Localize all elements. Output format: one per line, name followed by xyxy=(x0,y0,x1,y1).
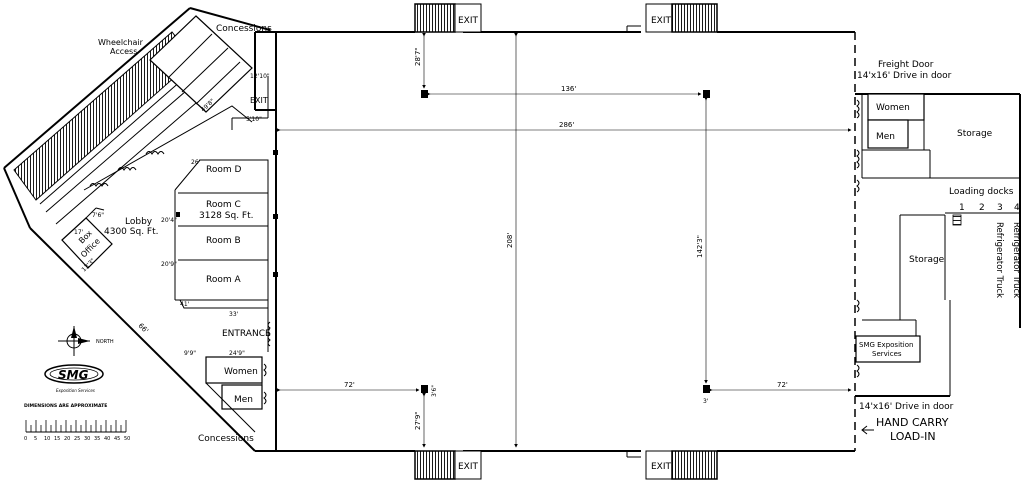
scale-tick-label: 45 xyxy=(114,436,120,442)
freight-door-label-2: 14'x16' Drive in door xyxy=(857,71,952,81)
dim-24-9: 24'9" xyxy=(229,350,245,357)
dock-number-4: 4 xyxy=(1014,203,1020,213)
dim-136: 136' xyxy=(561,85,576,93)
dim-66: 66' xyxy=(137,322,150,335)
entrance-label: ENTRANCE xyxy=(222,329,271,339)
dim-33: 33' xyxy=(229,311,239,318)
dim-12-10: 12'10" xyxy=(250,73,270,80)
dim-17: 17' xyxy=(74,229,84,236)
scale-tick-label: 15 xyxy=(54,436,60,442)
scale-tick-label: 5 xyxy=(34,436,37,442)
lobby-label-2: 4300 Sq. Ft. xyxy=(104,227,158,237)
exit-side-label: EXIT xyxy=(250,96,268,105)
wheelchair-label-2: Access xyxy=(110,47,137,56)
women-right-label: Women xyxy=(876,103,910,113)
exit-bottom-right-label: EXIT xyxy=(651,462,672,472)
dim-26: 26' xyxy=(191,159,201,166)
dim-27-9: 27'9" xyxy=(414,411,422,430)
scale-tick-label: 35 xyxy=(94,436,100,442)
concessions-top-label: Concessions xyxy=(216,24,272,34)
dim-20-4: 20'4" xyxy=(161,217,177,224)
scale-tick-label: 40 xyxy=(104,436,110,442)
dim-9-9: 9'9" xyxy=(184,350,196,357)
hand-carry-label-2: LOAD-IN xyxy=(890,430,936,443)
dimension-lines xyxy=(277,33,852,448)
scale-tick-label: 0 xyxy=(24,436,27,442)
smg-services-label-2: Services xyxy=(872,350,902,358)
smg-logo-subtitle: Exposition Services xyxy=(56,388,95,393)
room-b-label: Room B xyxy=(206,236,241,246)
dock-number-2: 2 xyxy=(979,203,985,213)
left-restrooms xyxy=(205,321,271,433)
dim-286: 286' xyxy=(559,121,574,129)
columns xyxy=(421,90,710,393)
smg-logo-icon xyxy=(44,364,104,384)
dim-142-3: 142'3" xyxy=(696,235,704,258)
scale-tick-label: 20 xyxy=(64,436,70,442)
scale-tick-label: 50 xyxy=(124,436,130,442)
scale-tick-label: 10 xyxy=(44,436,50,442)
refrigerator-truck-label-1: Refrigerator Truck xyxy=(994,222,1004,298)
scale-tick-label: 25 xyxy=(74,436,80,442)
compass-icon xyxy=(58,326,90,356)
wheelchair-label-1: Wheelchair xyxy=(98,38,144,47)
north-label: NORTH xyxy=(96,339,114,345)
dim-208: 208' xyxy=(506,233,514,248)
refrigerator-truck-label-2: Refrigerator Truck xyxy=(1011,222,1021,298)
loading-docks-label: Loading docks xyxy=(949,187,1014,197)
lobby-box-office xyxy=(61,207,113,269)
dim-28-7: 28'7" xyxy=(414,47,422,66)
dim-3-6: 3'6" xyxy=(431,385,438,397)
dim-3: 3' xyxy=(703,398,709,405)
storage-right-mid-label: Storage xyxy=(909,255,945,265)
drive-in-bottom-label: 14'x16' Drive in door xyxy=(859,402,954,412)
room-c-label: Room C xyxy=(206,200,241,210)
exit-top-right-label: EXIT xyxy=(651,16,672,26)
freight-door-label-1: Freight Door xyxy=(878,60,934,70)
right-wing-walls xyxy=(855,93,1021,397)
room-d-label: Room D xyxy=(206,165,241,175)
dock-number-3: 3 xyxy=(997,203,1003,213)
exit-top-left-label: EXIT xyxy=(458,16,479,26)
room-a-label: Room A xyxy=(206,275,241,285)
scale-bar xyxy=(25,420,127,433)
smg-services-label-1: SMG Exposition xyxy=(859,341,913,349)
exit-bottom-left-label: EXIT xyxy=(458,462,479,472)
meeting-rooms xyxy=(174,150,278,309)
exit-stairs xyxy=(414,3,718,480)
dim-41: 41' xyxy=(180,301,190,308)
dim-7-6: 7'6" xyxy=(92,212,104,219)
dim-5-10: 5'10" xyxy=(246,116,262,123)
hand-carry-label-1: HAND CARRY xyxy=(876,416,949,429)
scale-tick-labels: 0 5 10 15 20 25 30 35 40 45 50 xyxy=(24,436,130,442)
scale-caption: DIMENSIONS ARE APPROXIMATE xyxy=(24,403,107,409)
lobby-label-1: Lobby xyxy=(125,217,153,227)
room-c-area-label: 3128 Sq. Ft. xyxy=(199,211,253,221)
dim-20-9: 20'9" xyxy=(161,261,177,268)
load-in-arrow-icon xyxy=(861,425,874,435)
dim-72-left: 72' xyxy=(344,381,355,389)
dock-number-1: 1 xyxy=(959,203,965,213)
concessions-bottom-label: Concessions xyxy=(198,434,254,444)
dim-72-right: 72' xyxy=(777,381,788,389)
smg-logo-text: SMG xyxy=(58,368,89,382)
storage-right-top-label: Storage xyxy=(957,129,993,139)
women-left-label: Women xyxy=(224,367,258,377)
men-right-label: Men xyxy=(876,132,895,142)
scale-tick-label: 30 xyxy=(84,436,90,442)
left-wing-outline xyxy=(3,7,276,452)
men-left-label: Men xyxy=(234,395,253,405)
